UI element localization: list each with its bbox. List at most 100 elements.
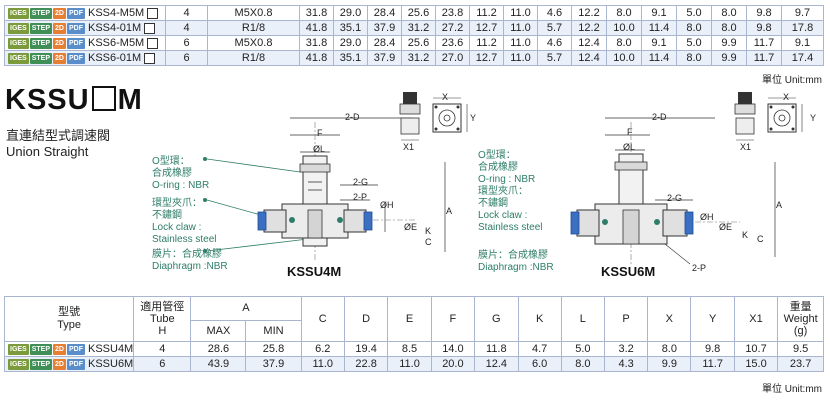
value-cell: 5.0 (676, 35, 712, 52)
iges-download-badge[interactable]: IGES (8, 22, 29, 34)
tube-cell: 4 (133, 340, 192, 358)
part-name-right: KSSU6M (601, 264, 656, 279)
iges-download-badge[interactable]: IGES (8, 37, 29, 49)
value-cell: 20.0 (430, 356, 476, 373)
value-cell: 11.0 (503, 4, 538, 22)
col-header-g: G (474, 296, 519, 342)
value-cell: 22.8 (343, 356, 389, 373)
pdf-download-badge[interactable]: PDF (66, 343, 85, 355)
value-cell: 27.2 (435, 20, 470, 37)
dim-phil-left: ØL (313, 144, 326, 154)
bottom-unit-label: 單位 Unit:mm (762, 384, 822, 395)
2d-download-badge[interactable]: 2D (53, 22, 66, 34)
step-download-badge[interactable]: STEP (29, 7, 53, 19)
pdf-download-badge[interactable]: PDF (66, 7, 85, 19)
value-cell: 8.0 (711, 20, 747, 37)
diaphragm-callout-right: 膜片：合成橡膠 Diaphragm :NBR (478, 250, 554, 274)
dim-a-left: A (446, 206, 453, 216)
col-header-x1: X1 (733, 296, 779, 342)
value-cell: 5.7 (537, 20, 572, 37)
value-cell: 11.7 (690, 356, 735, 373)
dim-x1-right: X1 (740, 142, 752, 152)
thread-cell: R1/8 (207, 20, 300, 37)
step-download-badge[interactable]: STEP (29, 37, 53, 49)
step-download-badge[interactable]: STEP (29, 22, 53, 34)
dim-f-right: F (627, 127, 633, 137)
oring-cn2: 合成橡膠 (152, 168, 192, 179)
value-cell: 12.2 (571, 4, 607, 22)
select-checkbox[interactable] (144, 22, 156, 34)
col-header-c: C (300, 296, 345, 342)
value-cell: 11.0 (387, 356, 432, 373)
iges-download-badge[interactable]: IGES (8, 7, 29, 19)
value-cell: 4.6 (537, 4, 572, 22)
dim-2p-left: 2-P (353, 192, 368, 202)
model-number: KSSU4M (87, 343, 134, 356)
value-cell: 27.0 (435, 50, 470, 67)
step-download-badge[interactable]: STEP (29, 52, 53, 64)
part-name-left: KSSU4M (287, 264, 342, 279)
value-cell: 11.2 (469, 4, 504, 22)
dim-2d-left: 2-D (345, 112, 360, 122)
weight-header-en: Weight (783, 313, 818, 325)
value-cell: 28.4 (367, 35, 402, 52)
value-cell: 29.0 (333, 4, 368, 22)
iges-download-badge[interactable]: IGES (8, 343, 29, 355)
pdf-download-badge[interactable]: PDF (66, 37, 85, 49)
title-chinese: 直連結型式調速閥 (6, 128, 111, 143)
iges-download-badge[interactable]: IGES (8, 52, 29, 64)
select-checkbox[interactable] (147, 37, 159, 49)
tube-header-h: H (158, 325, 167, 337)
value-cell: 31.2 (401, 50, 436, 67)
select-checkbox[interactable] (144, 52, 156, 64)
col-header-x: X (647, 296, 692, 342)
a-min-header: MIN (245, 319, 302, 343)
claw-en2-right: Stainless steel (478, 222, 543, 233)
dim-phe-right: ØE (719, 222, 733, 232)
2d-download-badge[interactable]: 2D (53, 7, 66, 19)
step-download-badge[interactable]: STEP (29, 343, 53, 355)
iges-download-badge[interactable]: IGES (8, 358, 29, 370)
kssu6m-small-views (734, 92, 803, 141)
value-cell: 9.1 (641, 35, 677, 52)
a-max-cell: 28.6 (190, 340, 247, 358)
2d-download-badge[interactable]: 2D (53, 343, 66, 355)
select-checkbox[interactable] (147, 7, 159, 19)
dim-2p-right: 2-P (692, 263, 707, 273)
value-cell: 19.4 (343, 340, 389, 358)
pdf-download-badge[interactable]: PDF (66, 22, 85, 34)
step-download-badge[interactable]: STEP (29, 358, 53, 370)
tube-cell: 6 (165, 35, 208, 52)
col-header-p: P (603, 296, 649, 342)
col-header-y: Y (690, 296, 735, 342)
weight-cell: 9.5 (777, 340, 824, 358)
value-cell: 9.9 (647, 356, 692, 373)
col-header-e: E (387, 296, 432, 342)
value-cell: 23.6 (435, 35, 470, 52)
2d-download-badge[interactable]: 2D (53, 358, 66, 370)
a-max-cell: 43.9 (190, 356, 247, 373)
title-suffix: M (117, 84, 143, 116)
col-header-f: F (430, 296, 476, 342)
value-cell: 12.4 (571, 50, 607, 67)
2d-download-badge[interactable]: 2D (53, 37, 66, 49)
value-cell: 25.6 (401, 35, 436, 52)
value-cell: 12.2 (571, 20, 607, 37)
dim-x1-left: X1 (403, 142, 415, 152)
model-number: KSS4-M5M (87, 7, 145, 20)
dim-phe-left: ØE (404, 222, 418, 232)
pdf-download-badge[interactable]: PDF (66, 52, 85, 64)
2d-download-badge[interactable]: 2D (53, 52, 66, 64)
pdf-download-badge[interactable]: PDF (66, 358, 85, 370)
tube-cell: 6 (165, 50, 208, 67)
dim-x-right: X (783, 92, 790, 102)
value-cell: 9.1 (641, 4, 677, 22)
claw-cn2-right: 不鏽鋼 (478, 198, 508, 209)
